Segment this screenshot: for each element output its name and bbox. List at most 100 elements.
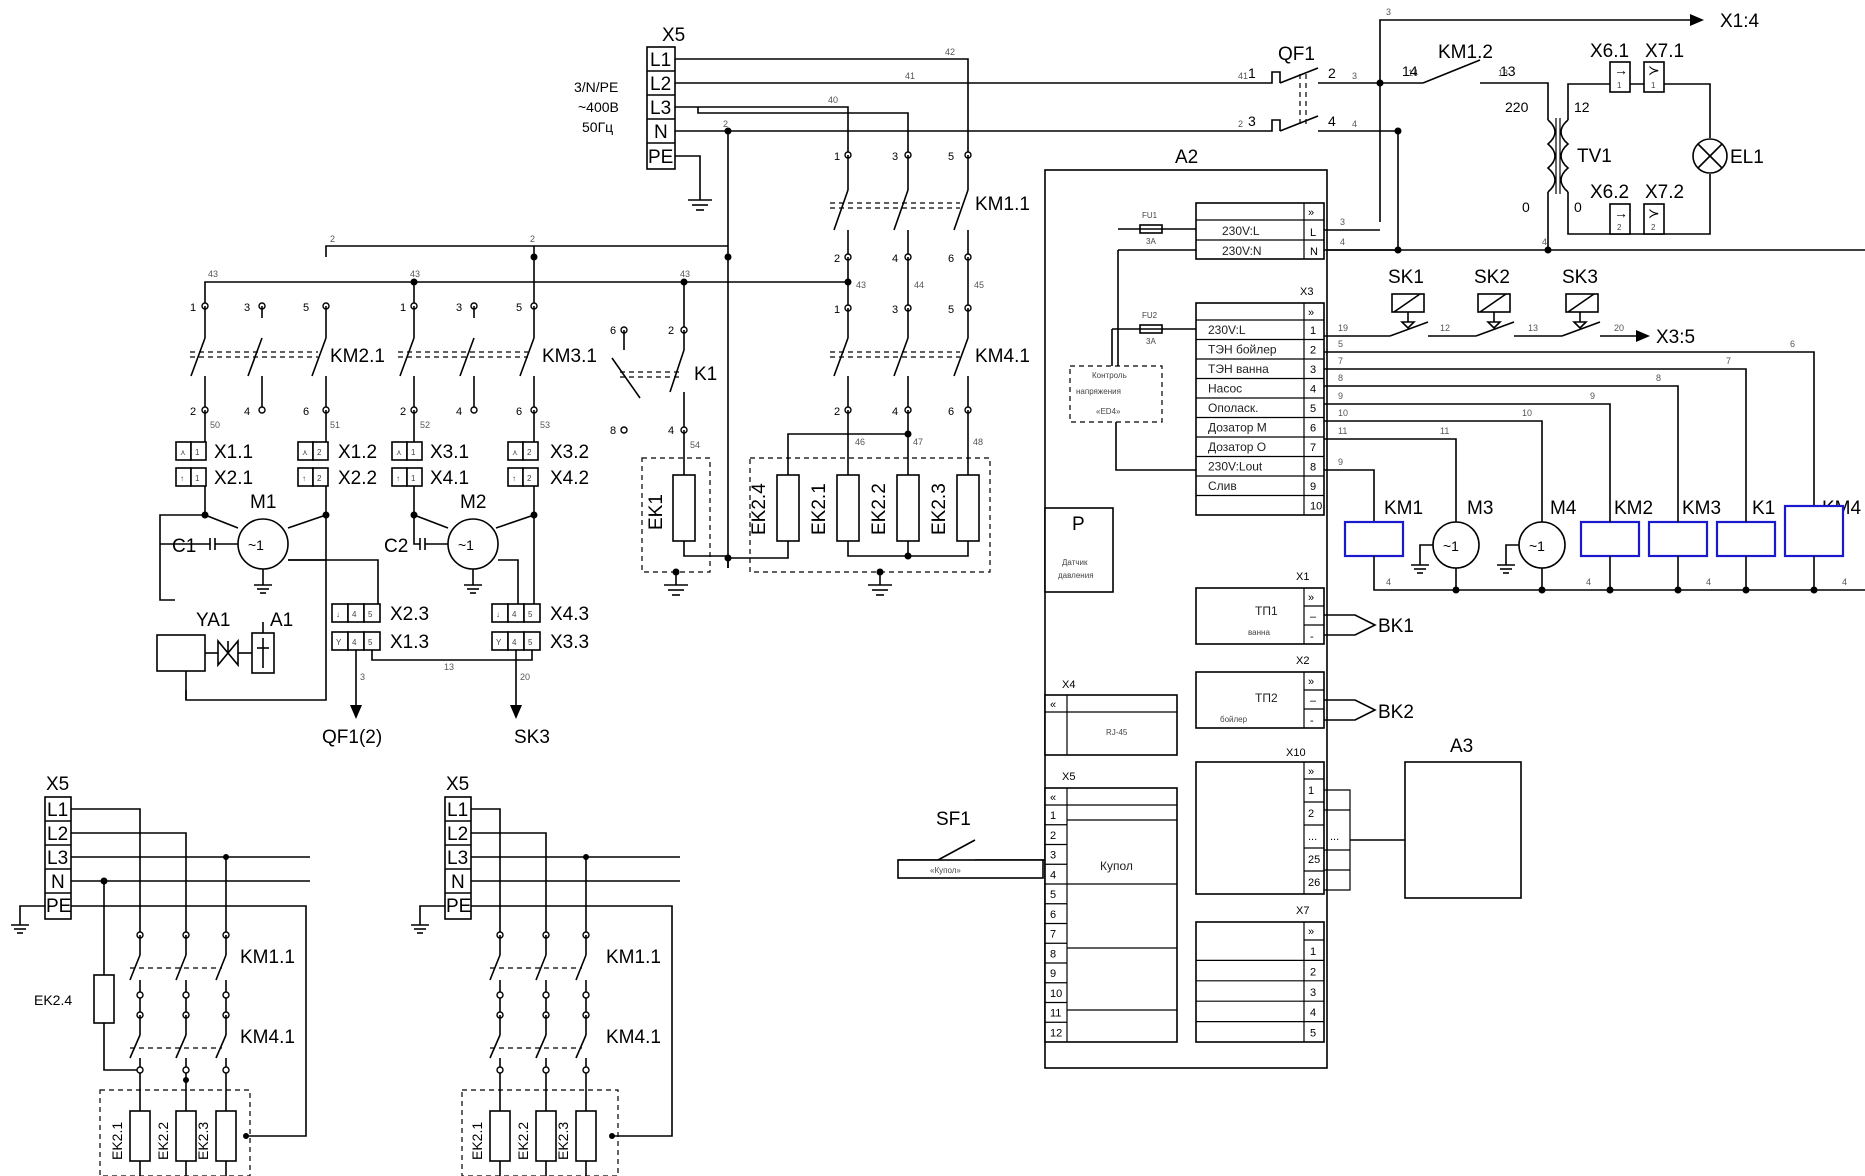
svg-text:1: 1: [400, 302, 406, 314]
x3-row-pin: 9: [1310, 481, 1316, 493]
svg-text:Датчик: Датчик: [1062, 558, 1088, 567]
svg-text:44: 44: [914, 280, 924, 290]
svg-text:X4.2: X4.2: [550, 468, 589, 489]
supply-spec-1: 3/N/PE: [574, 79, 618, 95]
x7-pin: 4: [1310, 1007, 1316, 1019]
x3-row-pin: 10: [1310, 501, 1322, 513]
svg-text:Y: Y: [336, 638, 342, 647]
svg-text:FU2: FU2: [1142, 311, 1158, 320]
svg-text:EK2.3: EK2.3: [555, 1122, 571, 1160]
x5-pin: 3: [1050, 850, 1056, 862]
supply-terminal-block: X5 L1 L2 L3 N PE 3/N/PE ~400В 50Гц: [574, 25, 712, 211]
svg-text:2: 2: [723, 119, 728, 129]
x10-pin: 2: [1308, 808, 1314, 820]
svg-text:5: 5: [368, 610, 373, 619]
out-x3-5: X3:5: [1656, 327, 1695, 348]
svg-text:...: ...: [1330, 831, 1339, 843]
svg-text:⋏: ⋏: [396, 448, 402, 457]
svg-text:4: 4: [1586, 577, 1591, 587]
svg-text:≻: ≻: [1648, 205, 1660, 221]
svg-text:X7: X7: [1296, 905, 1309, 917]
svg-text:-: -: [1310, 631, 1314, 643]
svg-text:3: 3: [244, 302, 250, 314]
svg-text:↓: ↓: [496, 610, 500, 619]
svg-text:↑: ↑: [512, 474, 516, 483]
svg-text:2: 2: [317, 474, 322, 483]
svg-text:X4.1: X4.1: [430, 468, 469, 489]
svg-text:2: 2: [1328, 65, 1336, 81]
svg-text:»: »: [1308, 207, 1314, 219]
svg-text:EK2.3: EK2.3: [195, 1122, 211, 1160]
km4-1-label: KM4.1: [975, 346, 1030, 367]
x5-pin: 2: [1050, 830, 1056, 842]
svg-text:4: 4: [456, 406, 462, 418]
svg-text:ТП1: ТП1: [1255, 604, 1278, 618]
km1-2-label: KM1.2: [1438, 42, 1493, 63]
x3-row-label: Слив: [1208, 479, 1237, 493]
svg-text:3: 3: [456, 302, 462, 314]
svg-text:M3: M3: [1467, 498, 1493, 519]
svg-text:3: 3: [1340, 217, 1345, 227]
x10-pin: 26: [1308, 877, 1320, 889]
svg-text:EK2.4: EK2.4: [34, 992, 72, 1008]
svg-text:51: 51: [330, 420, 340, 430]
svg-text:54: 54: [690, 440, 700, 450]
km3-1-label: KM3.1: [542, 346, 597, 367]
x5-pin: 9: [1050, 968, 1056, 980]
svg-text:N: N: [451, 872, 465, 893]
switch-sf1: SF1 «Купол»: [897, 809, 1045, 879]
svg-text:53: 53: [540, 420, 550, 430]
svg-text:→: →: [1614, 205, 1628, 221]
svg-text:1: 1: [834, 151, 840, 163]
x5-pin: 8: [1050, 948, 1056, 960]
svg-text:1: 1: [1617, 81, 1622, 90]
svg-text:4: 4: [1352, 119, 1357, 129]
svg-text:4: 4: [1386, 577, 1391, 587]
svg-text:PE: PE: [446, 896, 471, 917]
controller-a2: A2 » 230V:L L 230V:N N 3 4 FU1 3A X3 » 2…: [1044, 147, 1414, 1069]
supply-spec-2: ~400В: [578, 99, 619, 115]
pressure-sensor: [1044, 507, 1114, 593]
el1-label: EL1: [1730, 147, 1764, 168]
svg-text:4: 4: [352, 638, 357, 647]
svg-text:5: 5: [1338, 339, 1343, 349]
svg-text:X4.3: X4.3: [550, 604, 589, 625]
svg-text:бойлер: бойлер: [1220, 715, 1248, 724]
svg-text:»: »: [1308, 676, 1314, 688]
svg-text:YA1: YA1: [196, 610, 231, 631]
x7-pin: 3: [1310, 987, 1316, 999]
svg-text:45: 45: [974, 280, 984, 290]
svg-text:4: 4: [512, 638, 517, 647]
x3-row-pin: 1: [1310, 325, 1316, 337]
svg-text:2: 2: [1617, 223, 1622, 232]
x5-pin: 1: [1050, 810, 1056, 822]
svg-text:6: 6: [1790, 339, 1795, 349]
k1-label: K1: [694, 364, 717, 385]
svg-text:SF1: SF1: [936, 809, 971, 830]
svg-text:X3.2: X3.2: [550, 442, 589, 463]
svg-text:46: 46: [855, 437, 865, 447]
svg-text:KM4.1: KM4.1: [606, 1027, 661, 1048]
svg-text:X5: X5: [1062, 771, 1075, 783]
svg-text:5: 5: [516, 302, 522, 314]
x10-pin: 1: [1308, 785, 1314, 797]
svg-text:X1.2: X1.2: [338, 442, 377, 463]
svg-text:230V:N: 230V:N: [1222, 244, 1262, 258]
bottom-mid-variant: X5 L1 L2 L3 N PE KM1.1 KM4.1: [411, 774, 680, 1176]
ek2-1-label: EK2.1: [809, 483, 830, 535]
svg-text:1: 1: [411, 474, 416, 483]
coil-k1: [1715, 520, 1777, 558]
svg-text:2: 2: [330, 234, 335, 244]
svg-text:↑: ↑: [180, 474, 184, 483]
svg-text:5: 5: [368, 638, 373, 647]
svg-text:14: 14: [1402, 63, 1418, 79]
svg-text:11: 11: [1440, 426, 1449, 436]
svg-text:»: »: [1308, 307, 1314, 319]
svg-text:C1: C1: [172, 536, 196, 557]
svg-text:X3.3: X3.3: [550, 632, 589, 653]
svg-text:3: 3: [360, 672, 365, 682]
svg-text:L1: L1: [447, 800, 468, 821]
